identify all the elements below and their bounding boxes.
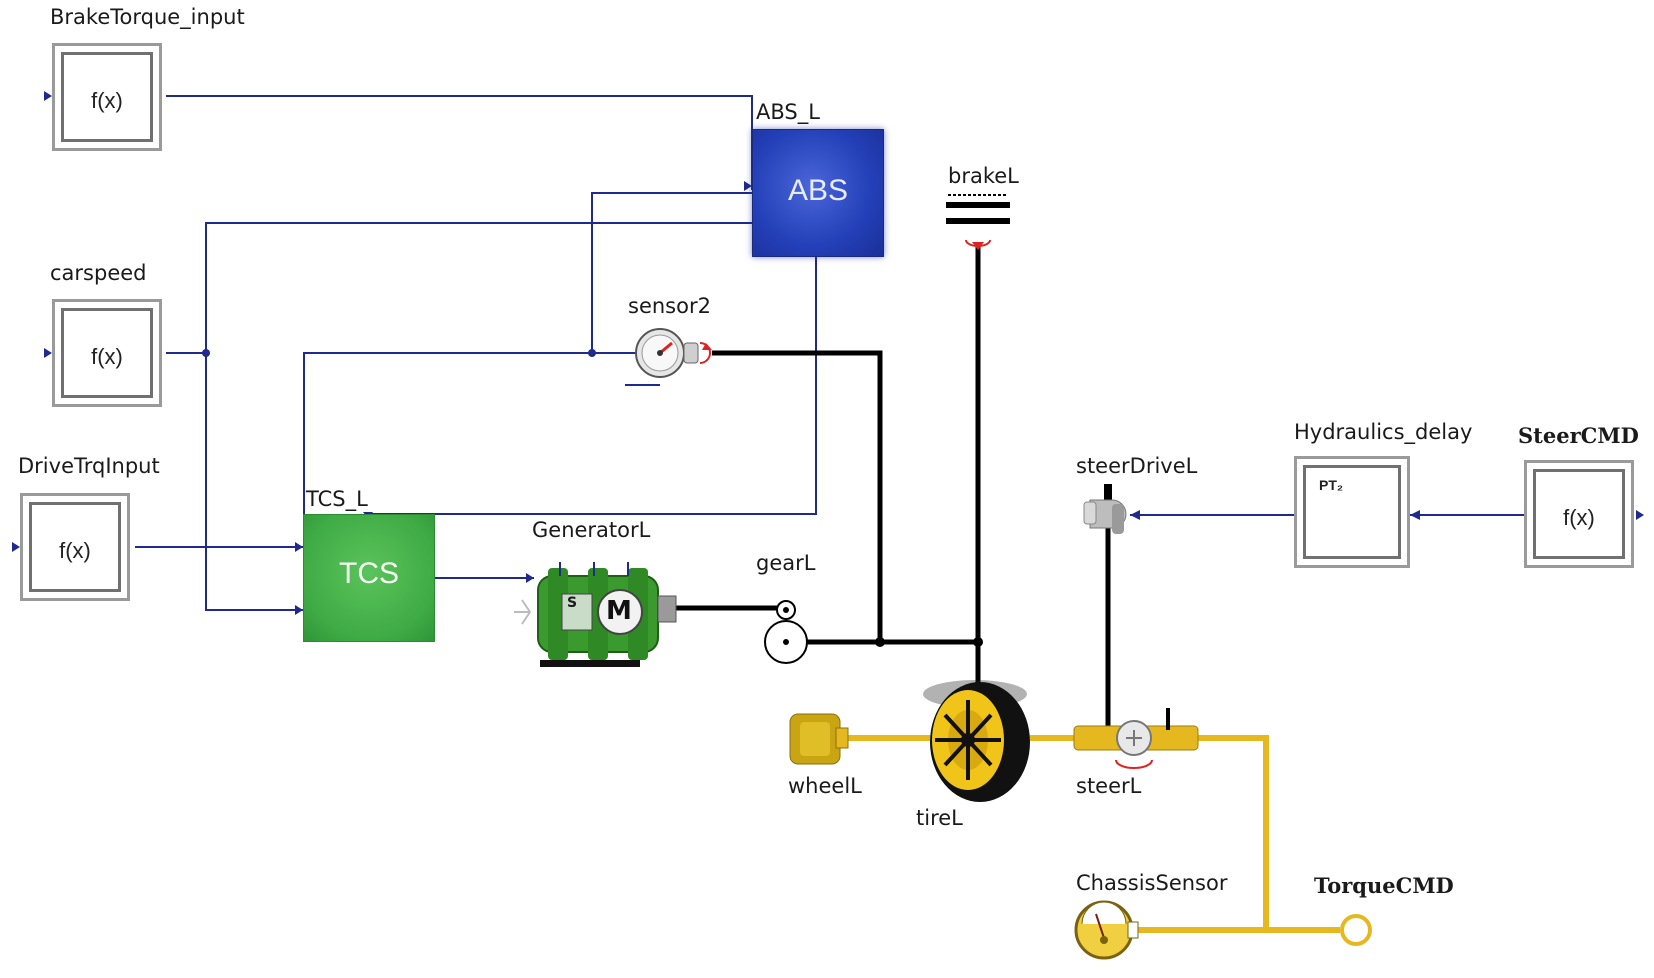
wire-carspeed-to-abs — [205, 222, 752, 353]
hydraulics-delay-block[interactable]: PT₂ — [1294, 456, 1410, 568]
tcs-block[interactable]: TCS — [303, 514, 435, 642]
vehicle-wires — [848, 735, 1340, 933]
signal-wires — [135, 95, 1528, 611]
abs-block[interactable]: ABS — [752, 129, 884, 257]
braketorque-input-label: BrakeTorque_input — [50, 5, 245, 29]
torque-cmd-label: TorqueCMD — [1314, 873, 1454, 898]
gear-label: gearL — [756, 551, 816, 575]
braketorque-input-block[interactable]: f(x) — [52, 43, 162, 151]
generator-motor-icon — [514, 562, 677, 667]
steercmd-function: f(x) — [1563, 505, 1595, 530]
brake-icon — [946, 194, 1010, 250]
wire-steer-down — [1195, 735, 1269, 930]
arrow-head — [295, 542, 303, 552]
arrow-head — [295, 605, 303, 615]
generator-badge: S — [567, 595, 578, 611]
wheel-label: wheelL — [788, 774, 862, 798]
wire-sensor2-to-shaft — [712, 350, 883, 642]
wire-sensor2-to-abs — [591, 192, 752, 353]
input-arrow — [44, 91, 52, 101]
carspeed-function: f(x) — [91, 344, 123, 369]
arrow-head — [744, 181, 752, 191]
signal-arrowheads — [12, 91, 1644, 615]
drivetrq-input-label: DriveTrqInput — [18, 454, 160, 478]
abs-label: ABS_L — [756, 100, 820, 124]
arrow-head — [526, 573, 534, 583]
torque-cmd-connector-icon — [1340, 914, 1372, 946]
mechanical-junctions — [875, 637, 983, 647]
junction-dot — [875, 637, 885, 647]
sensor2-label: sensor2 — [628, 294, 711, 318]
hydraulics-delay-label: Hydraulics_delay — [1294, 420, 1473, 444]
junction-dot — [588, 349, 596, 357]
gear-icon — [764, 600, 808, 664]
steer-drive-label: steerDriveL — [1076, 454, 1198, 478]
drivetrq-input-function: f(x) — [59, 538, 91, 563]
junction-dot — [973, 637, 983, 647]
input-arrow — [44, 348, 52, 358]
steering-icon — [1073, 708, 1199, 769]
carspeed-block[interactable]: f(x) — [52, 299, 162, 407]
tire-label: tireL — [916, 806, 963, 830]
input-arrow — [1636, 510, 1644, 520]
brake-label: brakeL — [948, 164, 1019, 188]
tire-icon — [923, 680, 1030, 802]
carspeed-label: carspeed — [50, 261, 147, 285]
steer-drive-icon — [1083, 484, 1127, 534]
braketorque-input-function: f(x) — [91, 88, 123, 113]
arrow-head — [1410, 510, 1420, 520]
wire-braketorque-to-abs — [166, 95, 753, 190]
generator-label: GeneratorL — [532, 518, 651, 542]
input-arrow — [12, 542, 20, 552]
steer-label: steerL — [1076, 774, 1142, 798]
pt2-text: PT₂ — [1319, 477, 1344, 493]
drivetrq-input-block[interactable]: f(x) — [20, 493, 130, 601]
wire-carspeed-to-tcs — [205, 353, 303, 611]
arrow-head — [1130, 510, 1140, 520]
wire-abs-to-tcs — [368, 255, 817, 515]
speed-sensor-icon — [635, 328, 712, 378]
wire-sensor2-to-tcs — [303, 352, 640, 514]
steercmd-label: SteerCMD — [1518, 423, 1639, 448]
wheel-hub-icon — [789, 713, 849, 765]
chassis-sensor-label: ChassisSensor — [1076, 871, 1228, 895]
generator-motor-letter: M — [606, 596, 632, 626]
tcs-label: TCS_L — [306, 487, 368, 511]
mechanical-wires — [676, 245, 1111, 728]
chassis-sensor-icon — [1074, 900, 1139, 960]
steercmd-block[interactable]: f(x) — [1524, 460, 1634, 568]
abs-block-text: ABS — [787, 174, 849, 207]
junction-dot — [202, 349, 210, 357]
tcs-block-text: TCS — [339, 557, 399, 590]
